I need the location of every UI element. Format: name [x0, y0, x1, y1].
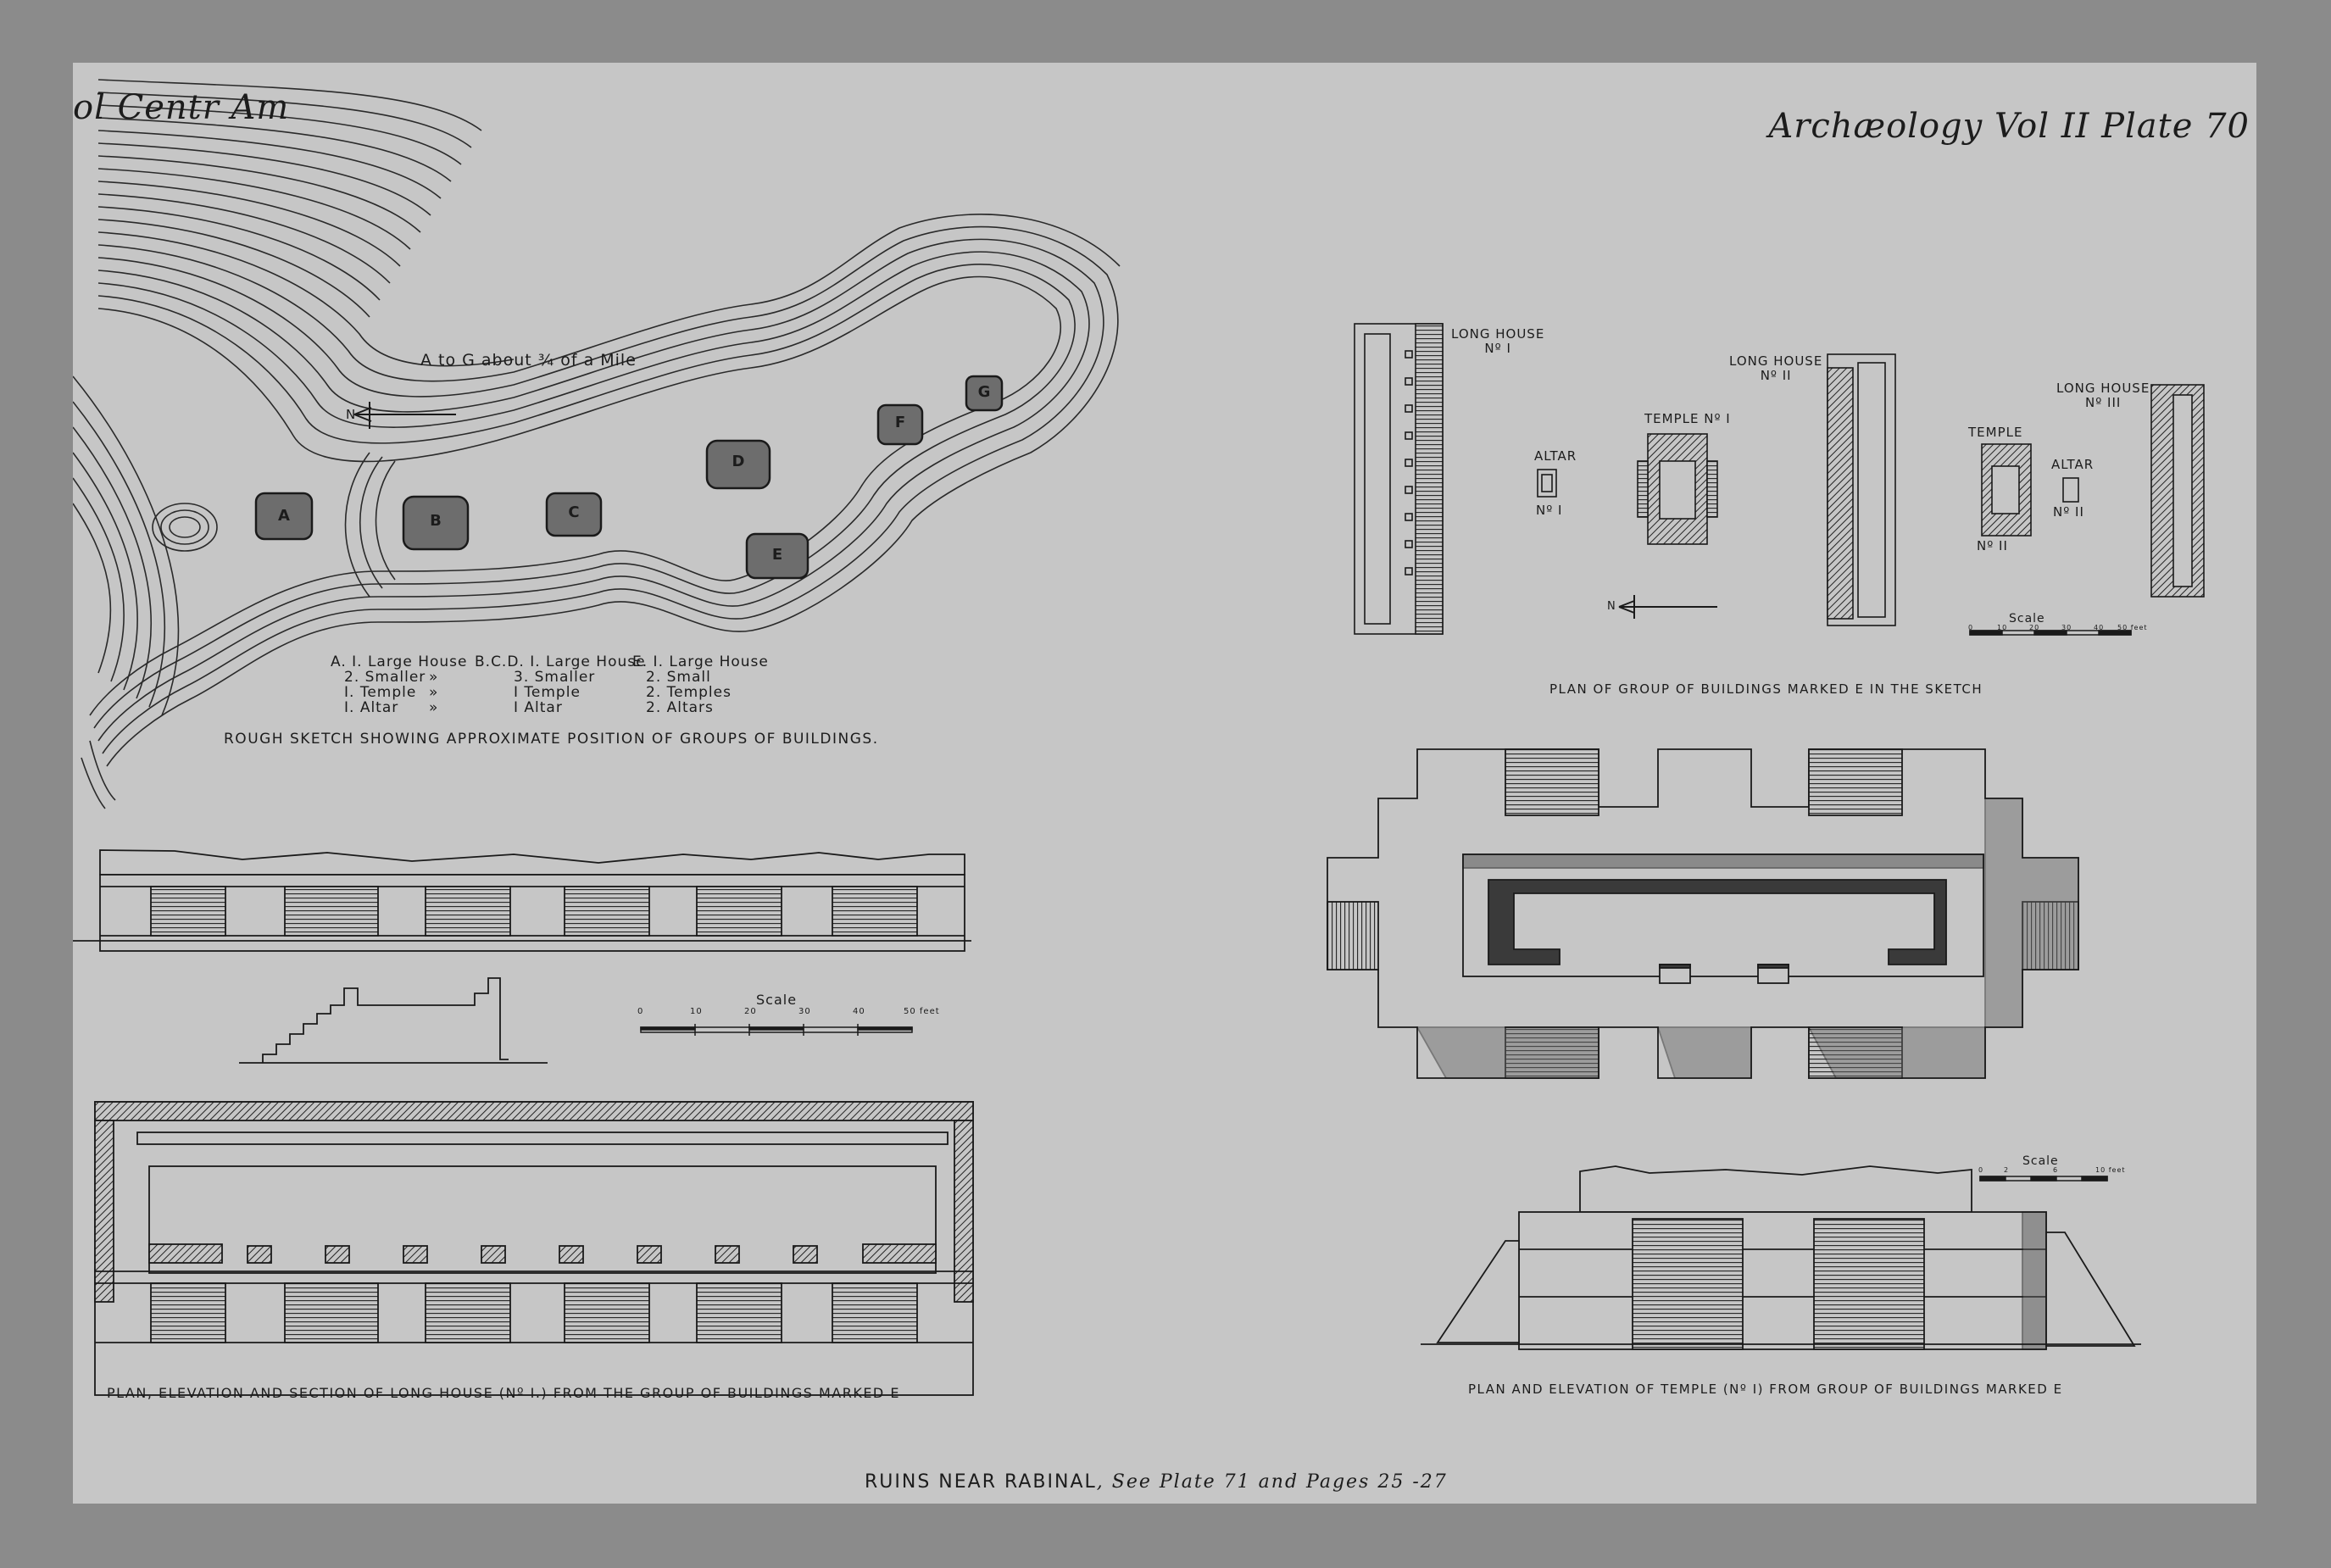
plate-footer: RUINS NEAR RABINAL, See Plate 71 and Pag…: [865, 1471, 1448, 1493]
long-house-caption: PLAN, ELEVATION AND SECTION OF LONG HOUS…: [107, 1385, 900, 1401]
group-scale-tick-50: 50 feet: [2117, 624, 2148, 631]
header-right-title: Archæology Vol II Plate 70: [1768, 107, 2250, 146]
footer-note: , See Plate 71 and Pages 25 -27: [1096, 1471, 1448, 1493]
group-blocks: [254, 375, 1004, 580]
group-north-label: N: [1607, 600, 1616, 613]
temple-plan: [1327, 748, 2079, 1079]
group-label-b: B: [430, 512, 442, 530]
group-label-e: E: [771, 546, 783, 564]
long-house-scale-tick-20: 20: [744, 1007, 757, 1016]
long-house-scale-tick-50: 50 feet: [904, 1007, 940, 1016]
group-plan: [1354, 323, 2205, 635]
altar-2-label: ALTAR: [2051, 457, 2095, 472]
long-house-scale-tick-0: 0: [637, 1007, 644, 1016]
long-house-section: [239, 977, 548, 1064]
temple-scale-tick-0: 0: [1978, 1166, 1984, 1174]
temple-2-number: Nº II: [1977, 538, 2008, 553]
temple-caption: PLAN AND ELEVATION OF TEMPLE (Nº I) FROM…: [1468, 1382, 2063, 1397]
group-plan-caption: PLAN OF GROUP OF BUILDINGS MARKED E IN T…: [1549, 681, 1983, 697]
temple-scale-tick-6: 6: [2053, 1166, 2059, 1174]
long-house-plan: [94, 1101, 974, 1396]
group-scale-title: Scale: [2009, 612, 2045, 626]
long-house-elevation: [73, 849, 971, 952]
temple-scale-tick-2: 2: [2004, 1166, 2010, 1174]
temple-scale-tick-10: 10 feet: [2095, 1166, 2126, 1174]
long-house-scale-tick-40: 40: [853, 1007, 865, 1016]
distance-note: A to G about ¾ of a Mile: [420, 351, 637, 370]
group-label-f: F: [894, 414, 906, 431]
temple-scale-bar: [1979, 1176, 2108, 1182]
long-house-scale-title: Scale: [756, 992, 798, 1008]
temple-1-label: TEMPLE Nº I: [1644, 411, 1731, 426]
group-scale-tick-30: 30: [2061, 624, 2072, 631]
group-label-g: G: [977, 383, 991, 401]
altar-1-label: ALTAR: [1534, 448, 1577, 464]
temple-scale-title: Scale: [2022, 1154, 2059, 1168]
group-scale-tick-20: 20: [2029, 624, 2040, 631]
group-north-arrow: [1618, 595, 1717, 619]
sketch-north-label: N: [346, 407, 357, 422]
temple-elevation: [1421, 1165, 2141, 1350]
group-scale-tick-0: 0: [1968, 624, 1974, 631]
group-scale-bar: [1969, 630, 2132, 636]
sketch-north-arrow: [353, 402, 456, 429]
sketch-map: [73, 79, 1121, 809]
group-label-c: C: [568, 503, 580, 521]
long-house-scale-tick-10: 10: [690, 1007, 703, 1016]
altar-2-number: Nº II: [2053, 504, 2084, 520]
legend-group-e: E. I. Large House 2. Small 2. Temples 2.…: [632, 653, 769, 716]
group-scale-tick-40: 40: [2094, 624, 2105, 631]
group-label-d: D: [732, 453, 745, 470]
group-label-a: A: [278, 507, 290, 525]
header-left-title: ol Centr Am: [73, 88, 290, 127]
footer-title: RUINS NEAR RABINAL: [865, 1471, 1097, 1493]
plate-drawings: [73, 79, 2205, 1396]
group-scale-tick-10: 10: [1997, 624, 2008, 631]
long-house-scale-bar: [640, 1024, 913, 1036]
altar-1-number: Nº I: [1536, 503, 1563, 518]
long-house-scale-tick-30: 30: [798, 1007, 811, 1016]
legend-ditto-marks: » » »: [429, 669, 439, 716]
legend-group-a: A. I. Large House 2. Smaller I. Temple I…: [331, 653, 468, 716]
plate-sheet: ol Centr Am Archæology Vol II Plate 70 A…: [73, 63, 2256, 1504]
temple-2-label: TEMPLE: [1968, 425, 2023, 440]
legend-group-bcd: B.C.D. I. Large House 3. Smaller I Templ…: [475, 653, 646, 716]
sketch-caption: ROUGH SKETCH SHOWING APPROXIMATE POSITIO…: [224, 731, 879, 748]
